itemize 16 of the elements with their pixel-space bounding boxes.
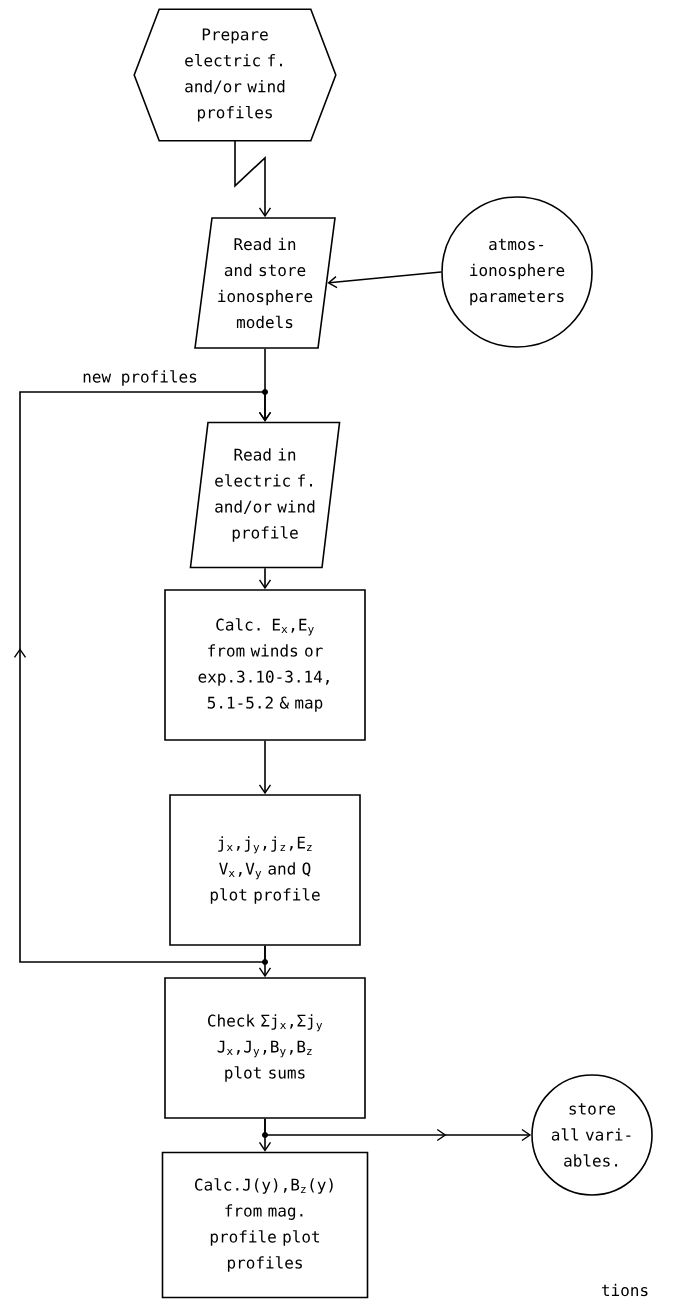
input-parallelogram: Read in electric f. and/or wind profile <box>189 421 341 569</box>
caption-text: tions <box>601 1283 648 1297</box>
arrow <box>327 271 442 289</box>
arrow <box>258 945 272 978</box>
process-box: j$_{x}$,j$_{y}$,j$_{z}$,E$_{z}$ V$_{x}$,V$_{y}$ and Q plot profile <box>169 794 361 946</box>
arrow <box>13 391 272 963</box>
process-box: Calc. E$_{x}$,E$_{y}$ from winds or exp.3.10-3.14, 5.1-5.2 & map <box>164 589 366 741</box>
arrow <box>264 1118 532 1142</box>
arrow <box>258 740 272 795</box>
arrow <box>258 567 272 590</box>
process-box: Calc.J(y),B$_{z}$(y) from mag. profile plot profiles <box>161 1151 369 1299</box>
edge-label: new profiles <box>81 369 199 387</box>
process-box: Check Σj$_{x}$,Σj$_{y}$ J$_{x}$,J$_{y}$,B$_{y}$,B$_{z}$ plot sums <box>164 977 366 1119</box>
hexagon-box: Prepare electric f. and/or wind profiles <box>133 8 337 142</box>
arrow <box>234 140 272 218</box>
input-parallelogram: Read in and store ionosphere models <box>194 217 336 349</box>
